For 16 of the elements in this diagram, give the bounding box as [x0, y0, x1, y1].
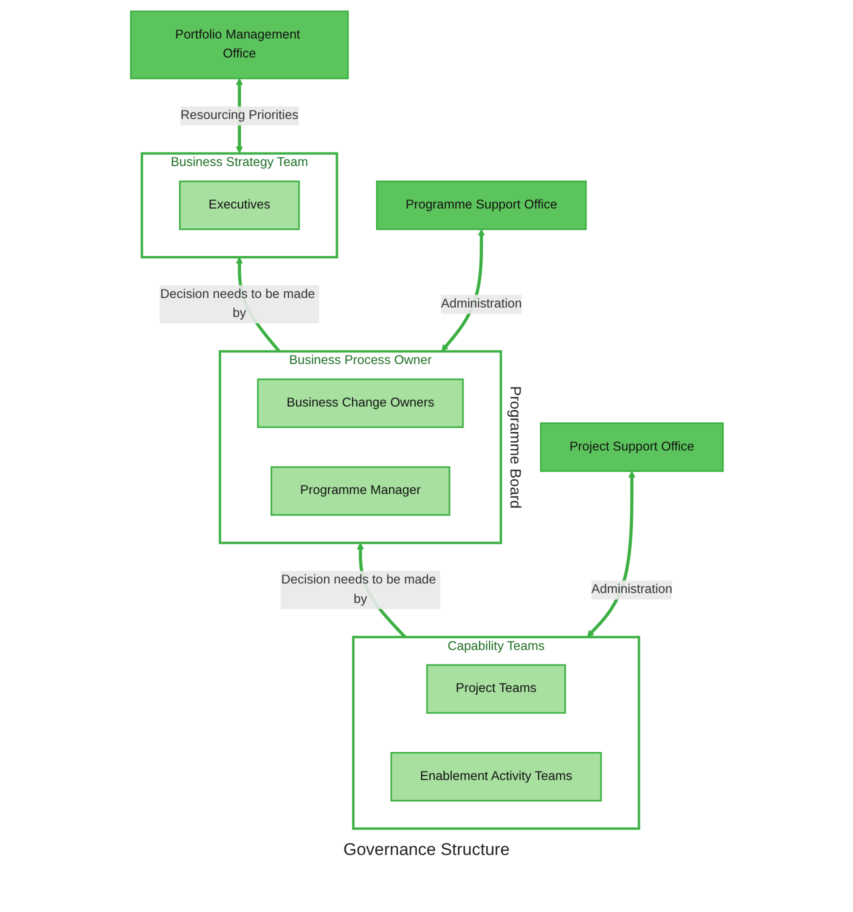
node-box: Business Change Owners [256, 378, 464, 428]
node-box: Programme Support Office [376, 180, 586, 230]
node-box: Portfolio Management Office [130, 10, 348, 80]
edge-label: Decision needs to be made by [160, 288, 315, 320]
node-box: Enablement Activity Teams [390, 752, 602, 802]
side-label: Programme Board [506, 386, 524, 508]
node-box: Project Teams [426, 664, 566, 714]
edge-label: Resourcing Priorities [180, 108, 298, 122]
node-box: Programme Manager [270, 466, 450, 516]
node-box: Executives [178, 180, 300, 230]
edge-label: Administration [440, 297, 522, 311]
edge-label: Administration [590, 582, 672, 596]
caption: Governance Structure [343, 840, 510, 859]
edge-label: Decision needs to be made by [280, 573, 436, 606]
arrow [586, 470, 635, 638]
node-box: Project Support Office [540, 422, 724, 472]
